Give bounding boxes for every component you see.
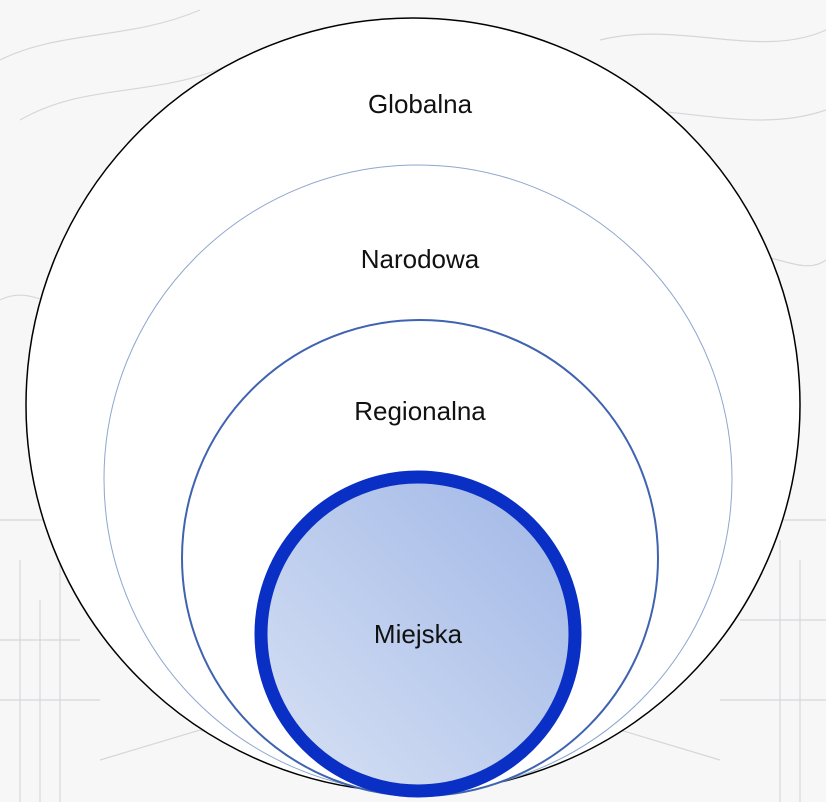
national-label: Narodowa <box>361 244 480 274</box>
city-circle <box>254 470 582 798</box>
global-label: Globalna <box>368 89 473 119</box>
regional-label: Regionalna <box>354 396 486 426</box>
city-label: Miejska <box>374 619 463 649</box>
